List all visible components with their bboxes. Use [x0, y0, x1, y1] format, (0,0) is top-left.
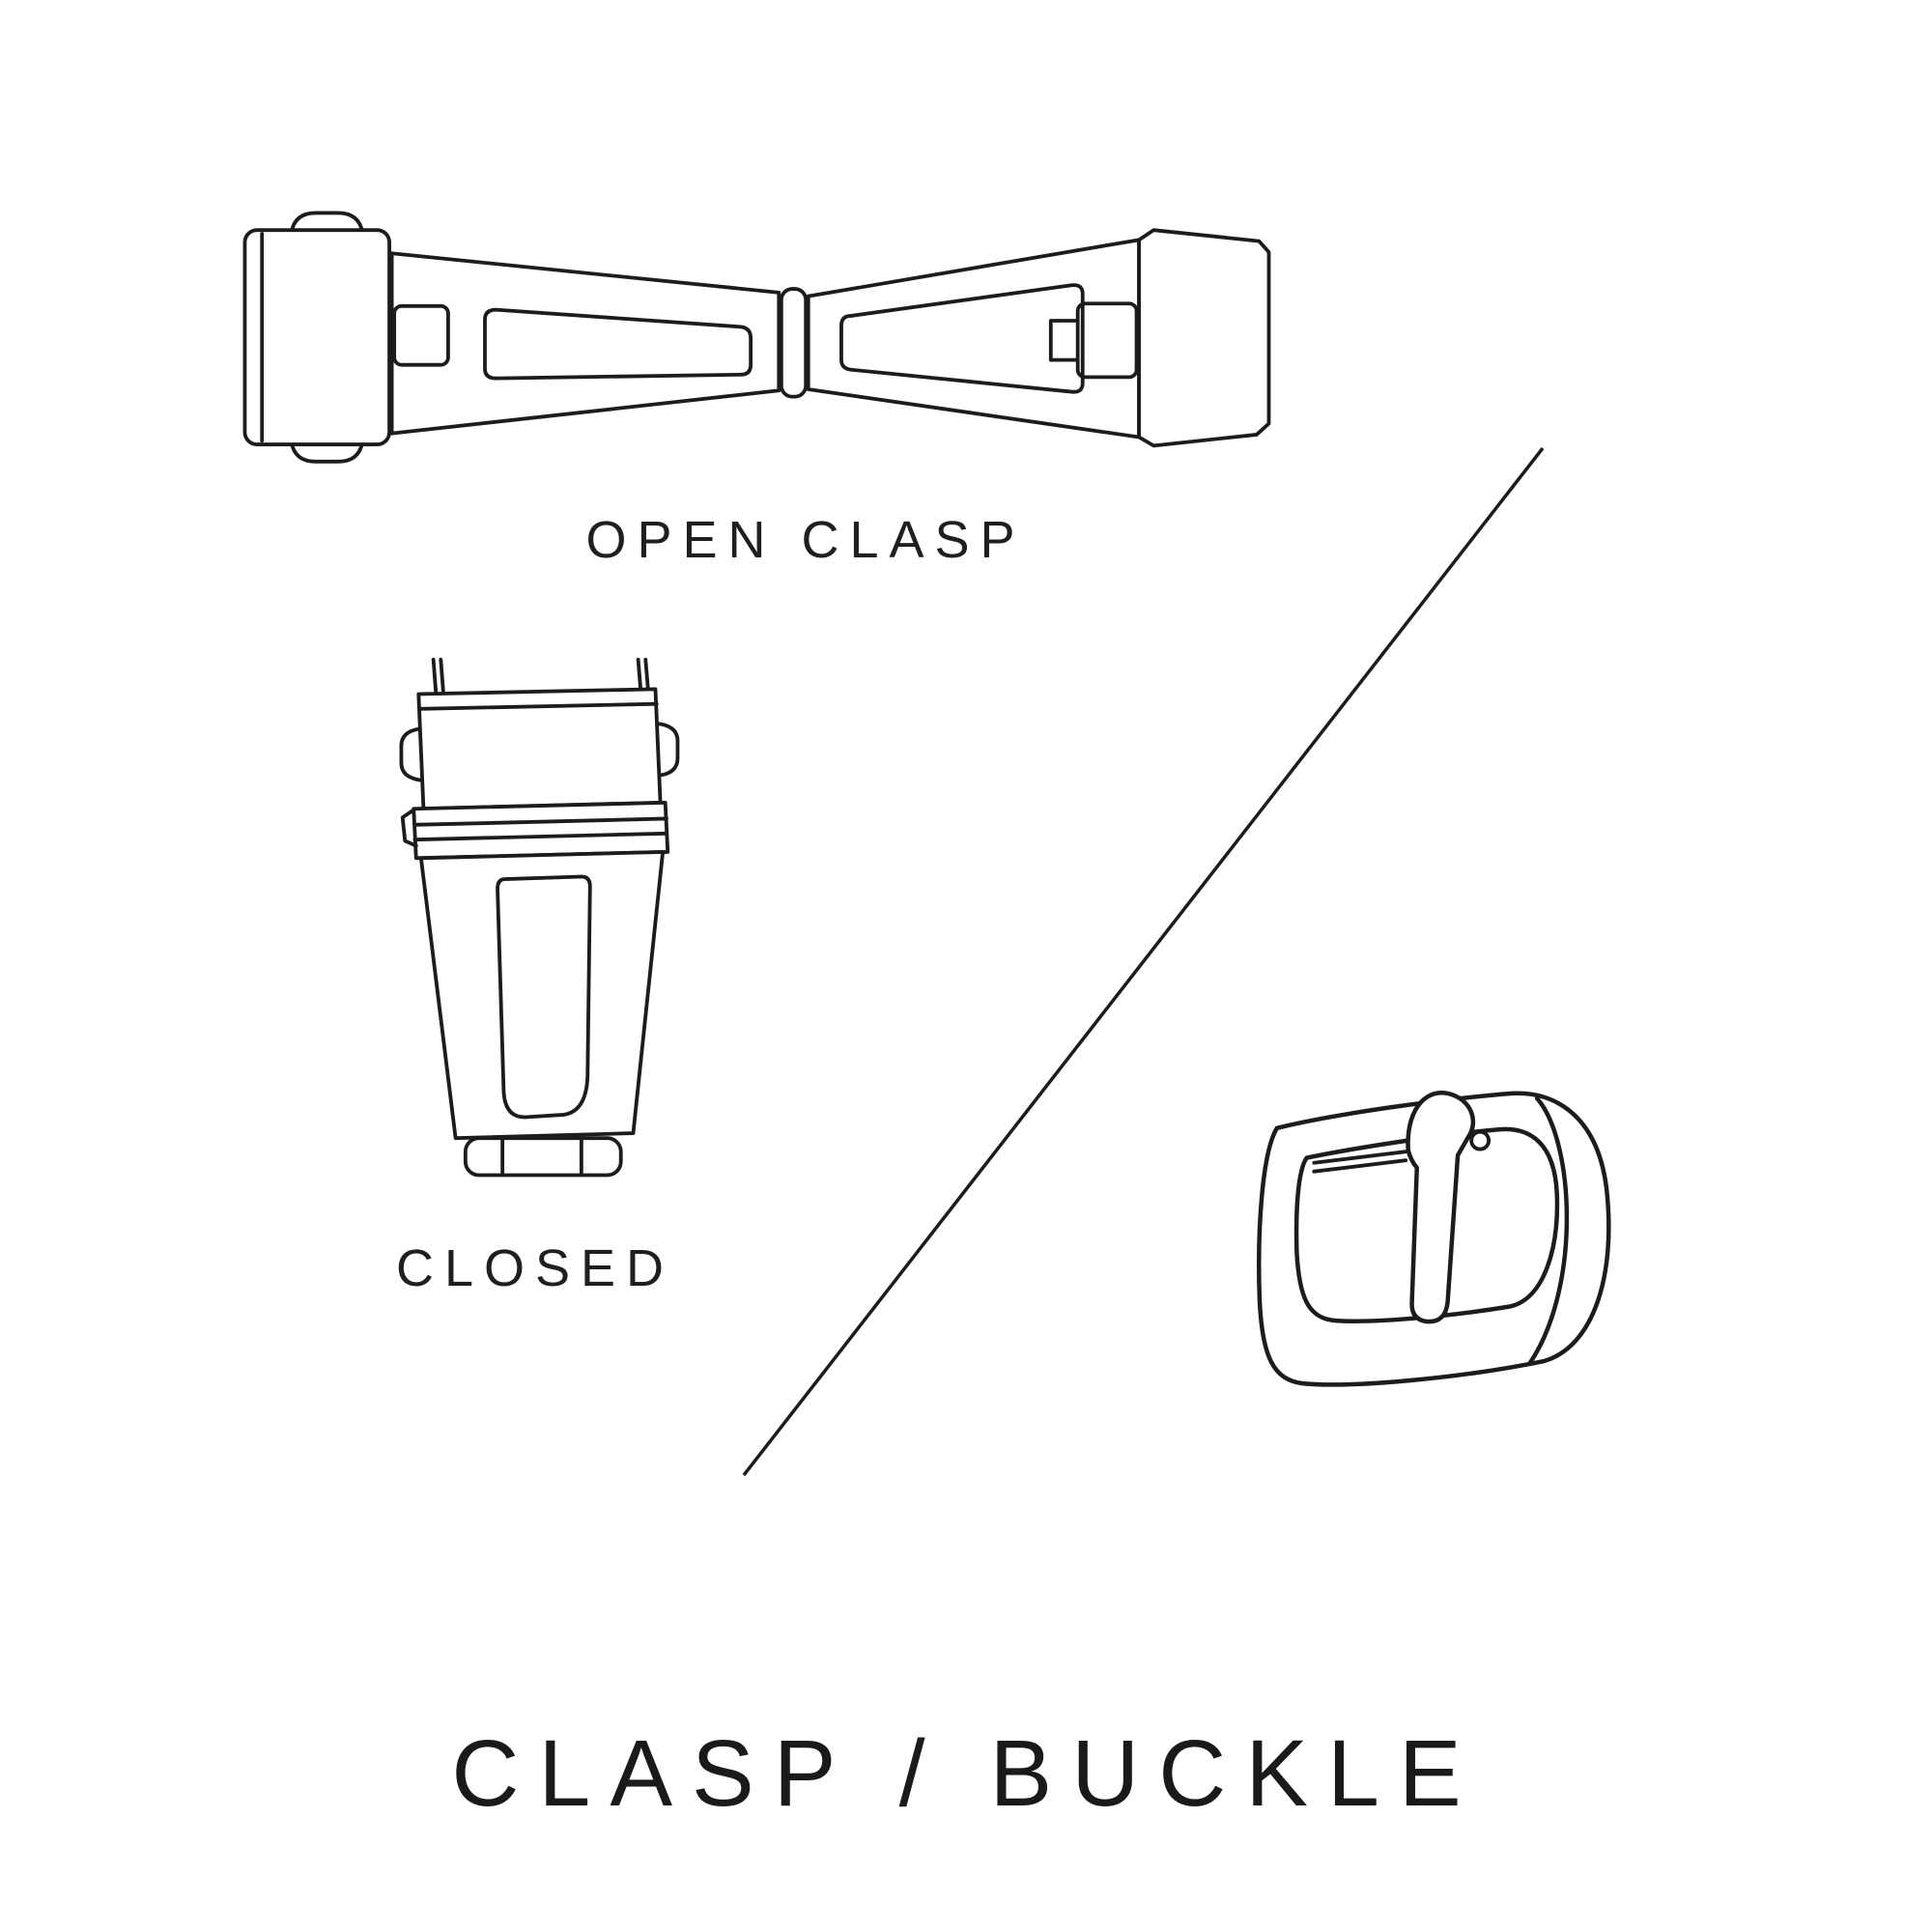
open-clasp-label: OPEN CLASP [585, 511, 1026, 569]
closed-clasp-illustration [382, 652, 702, 1195]
page-title: CLASP / BUCKLE [451, 1720, 1481, 1826]
tang-buckle-illustration [1225, 1064, 1646, 1435]
open-clasp-illustration [220, 184, 1298, 490]
closed-clasp-label: CLOSED [395, 1239, 675, 1297]
